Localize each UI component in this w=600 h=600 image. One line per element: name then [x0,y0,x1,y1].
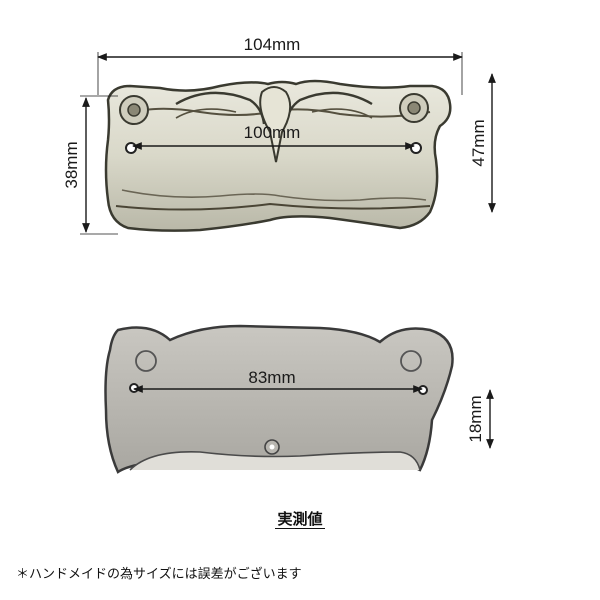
bottom-depth-label: 18mm [466,395,485,442]
top-height-right-label: 47mm [469,119,488,166]
top-hole-spacing-label: 100mm [244,123,301,142]
measured-values-caption: 実測値 [0,508,600,529]
caption-text: 実測値 [275,510,325,529]
handmade-tolerance-note: ＊ハンドメイドの為サイズには誤差がございます [16,567,302,582]
top-width-label: 104mm [244,35,301,54]
bottom-hole-spacing-label: 83mm [248,368,295,387]
top-height-left-label: 38mm [62,141,81,188]
top-plate-image [104,79,452,232]
bottom-plate-image [104,324,454,474]
